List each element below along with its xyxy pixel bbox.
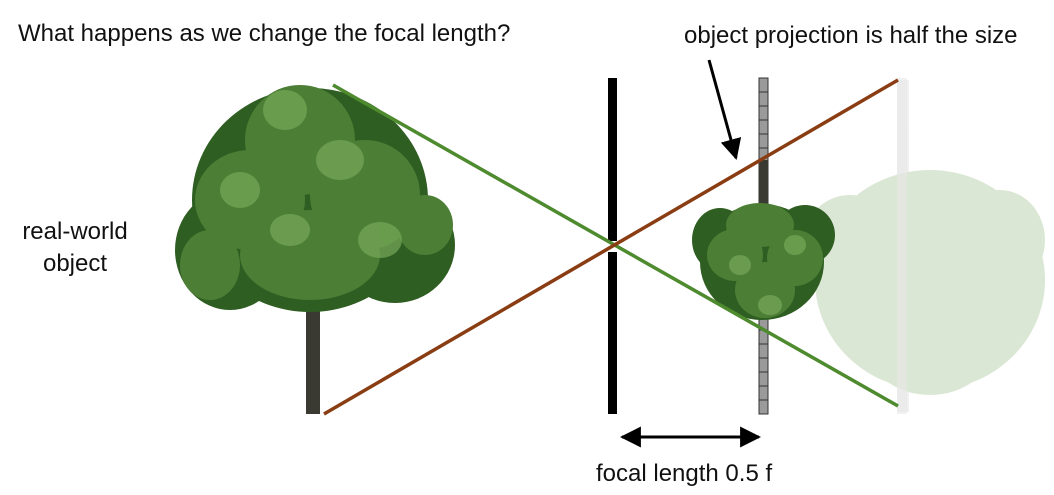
projection-annotation: object projection is half the size [684, 22, 1018, 49]
down-arrow-icon [707, 59, 742, 161]
inverted-tree-icon [692, 160, 835, 320]
faded-image-plane [897, 78, 907, 414]
brown-ray [323, 78, 899, 416]
object-label: real-world object [22, 218, 128, 278]
focal-length-label: focal length 0.5 f [596, 460, 773, 487]
faded-inverted-tree-icon [800, 80, 1045, 412]
tree-icon [175, 85, 455, 414]
diagram-title: What happens as we change the focal leng… [18, 20, 511, 47]
pinhole-barrier [608, 78, 617, 414]
